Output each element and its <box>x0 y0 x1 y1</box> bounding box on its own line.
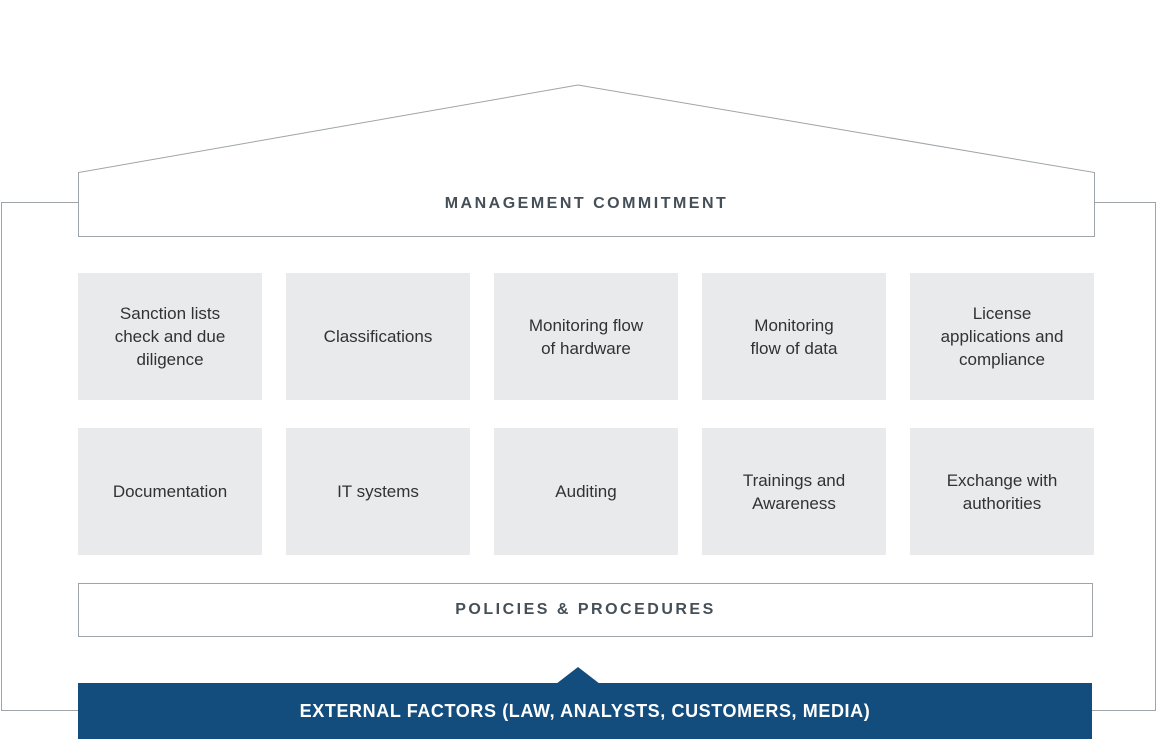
box-row-1: Sanction lists check and due diligence C… <box>78 273 1094 400</box>
box-auditing: Auditing <box>494 428 678 555</box>
box-exchange-authorities: Exchange with authorities <box>910 428 1094 555</box>
box-sanction-lists: Sanction lists check and due diligence <box>78 273 262 400</box>
box-trainings-awareness: Trainings and Awareness <box>702 428 886 555</box>
management-commitment-title: MANAGEMENT COMMITMENT <box>444 195 729 212</box>
up-arrow-icon <box>556 667 600 684</box>
box-license-applications: License applications and compliance <box>910 273 1094 400</box>
box-classifications: Classifications <box>286 273 470 400</box>
box-documentation: Documentation <box>78 428 262 555</box>
box-monitoring-data: Monitoring flow of data <box>702 273 886 400</box>
policies-procedures-banner: POLICIES & PROCEDURES <box>78 583 1093 637</box>
box-monitoring-hardware: Monitoring flow of hardware <box>494 273 678 400</box>
roof-outline <box>78 84 1095 237</box>
external-factors-bar: EXTERNAL FACTORS (LAW, ANALYSTS, CUSTOME… <box>78 683 1092 739</box>
box-row-2: Documentation IT systems Auditing Traini… <box>78 428 1094 555</box>
box-it-systems: IT systems <box>286 428 470 555</box>
